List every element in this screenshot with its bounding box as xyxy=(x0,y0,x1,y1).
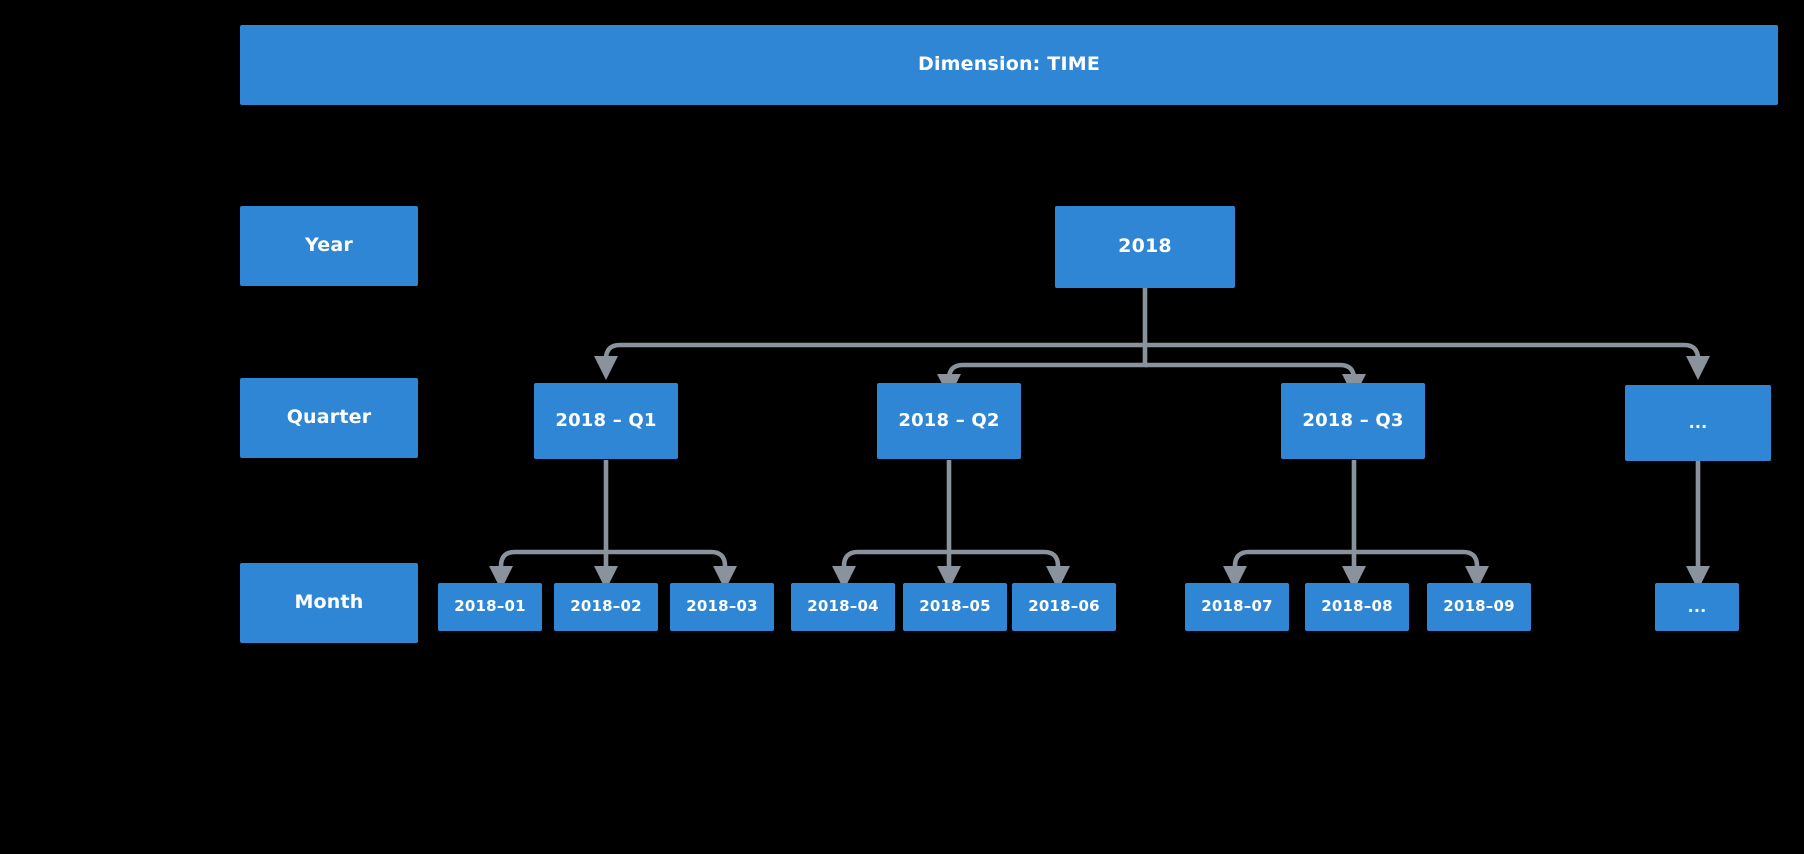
edge-year-to-qmore xyxy=(1145,342,1710,380)
edge-q2-to-m04 xyxy=(832,549,949,590)
quarter-node-q1-label: 2018 – Q1 xyxy=(555,409,657,431)
month-node-2018-04-label: 2018–04 xyxy=(807,597,879,616)
edge-q2-to-m06 xyxy=(949,549,1070,590)
month-node-2018-06[interactable]: 2018–06 xyxy=(1012,583,1116,631)
month-node-2018-08-label: 2018–08 xyxy=(1321,597,1393,616)
edge-q3-to-m07 xyxy=(1223,549,1354,590)
month-node-2018-02[interactable]: 2018–02 xyxy=(554,583,658,631)
quarter-node-q3[interactable]: 2018 – Q3 xyxy=(1281,383,1425,459)
quarter-node-q1[interactable]: 2018 – Q1 xyxy=(534,383,678,459)
month-node-2018-01-label: 2018–01 xyxy=(454,597,526,616)
month-node-more-label: ... xyxy=(1687,596,1707,616)
month-node-2018-03-label: 2018–03 xyxy=(686,597,758,616)
edge-q1-to-m03 xyxy=(606,549,737,590)
month-node-2018-03[interactable]: 2018–03 xyxy=(670,583,774,631)
month-node-2018-08[interactable]: 2018–08 xyxy=(1305,583,1409,631)
month-node-2018-07-label: 2018–07 xyxy=(1201,597,1273,616)
quarter-node-q2-label: 2018 – Q2 xyxy=(898,409,1000,431)
quarter-node-more-label: ... xyxy=(1688,412,1708,432)
level-label-quarter-text: Quarter xyxy=(286,406,372,429)
month-node-2018-05[interactable]: 2018–05 xyxy=(903,583,1007,631)
quarter-node-q2[interactable]: 2018 – Q2 xyxy=(877,383,1021,459)
month-node-2018-01[interactable]: 2018–01 xyxy=(438,583,542,631)
edge-q1-to-m01 xyxy=(489,549,606,590)
edge-q3-to-m09 xyxy=(1354,549,1489,590)
edge-year-to-q2 xyxy=(937,345,1148,398)
level-label-month-text: Month xyxy=(294,591,364,614)
level-label-year-text: Year xyxy=(305,234,353,257)
month-node-2018-04[interactable]: 2018–04 xyxy=(791,583,895,631)
year-node-2018[interactable]: 2018 xyxy=(1055,206,1235,288)
level-label-month: Month xyxy=(240,563,418,643)
level-label-year: Year xyxy=(240,206,418,286)
month-node-2018-07[interactable]: 2018–07 xyxy=(1185,583,1289,631)
month-node-2018-09-label: 2018–09 xyxy=(1443,597,1515,616)
dimension-banner: Dimension: TIME xyxy=(240,25,1778,105)
month-node-2018-05-label: 2018–05 xyxy=(919,597,991,616)
month-node-2018-06-label: 2018–06 xyxy=(1028,597,1100,616)
month-node-2018-02-label: 2018–02 xyxy=(570,597,642,616)
year-node-2018-label: 2018 xyxy=(1118,235,1172,258)
dimension-banner-label: Dimension: TIME xyxy=(917,53,1101,76)
edge-year-to-q1 xyxy=(594,342,1145,380)
level-label-quarter: Quarter xyxy=(240,378,418,458)
quarter-node-q3-label: 2018 – Q3 xyxy=(1302,409,1404,431)
quarter-node-more[interactable]: ... xyxy=(1625,385,1771,461)
month-node-2018-09[interactable]: 2018–09 xyxy=(1427,583,1531,631)
month-node-more[interactable]: ... xyxy=(1655,583,1739,631)
